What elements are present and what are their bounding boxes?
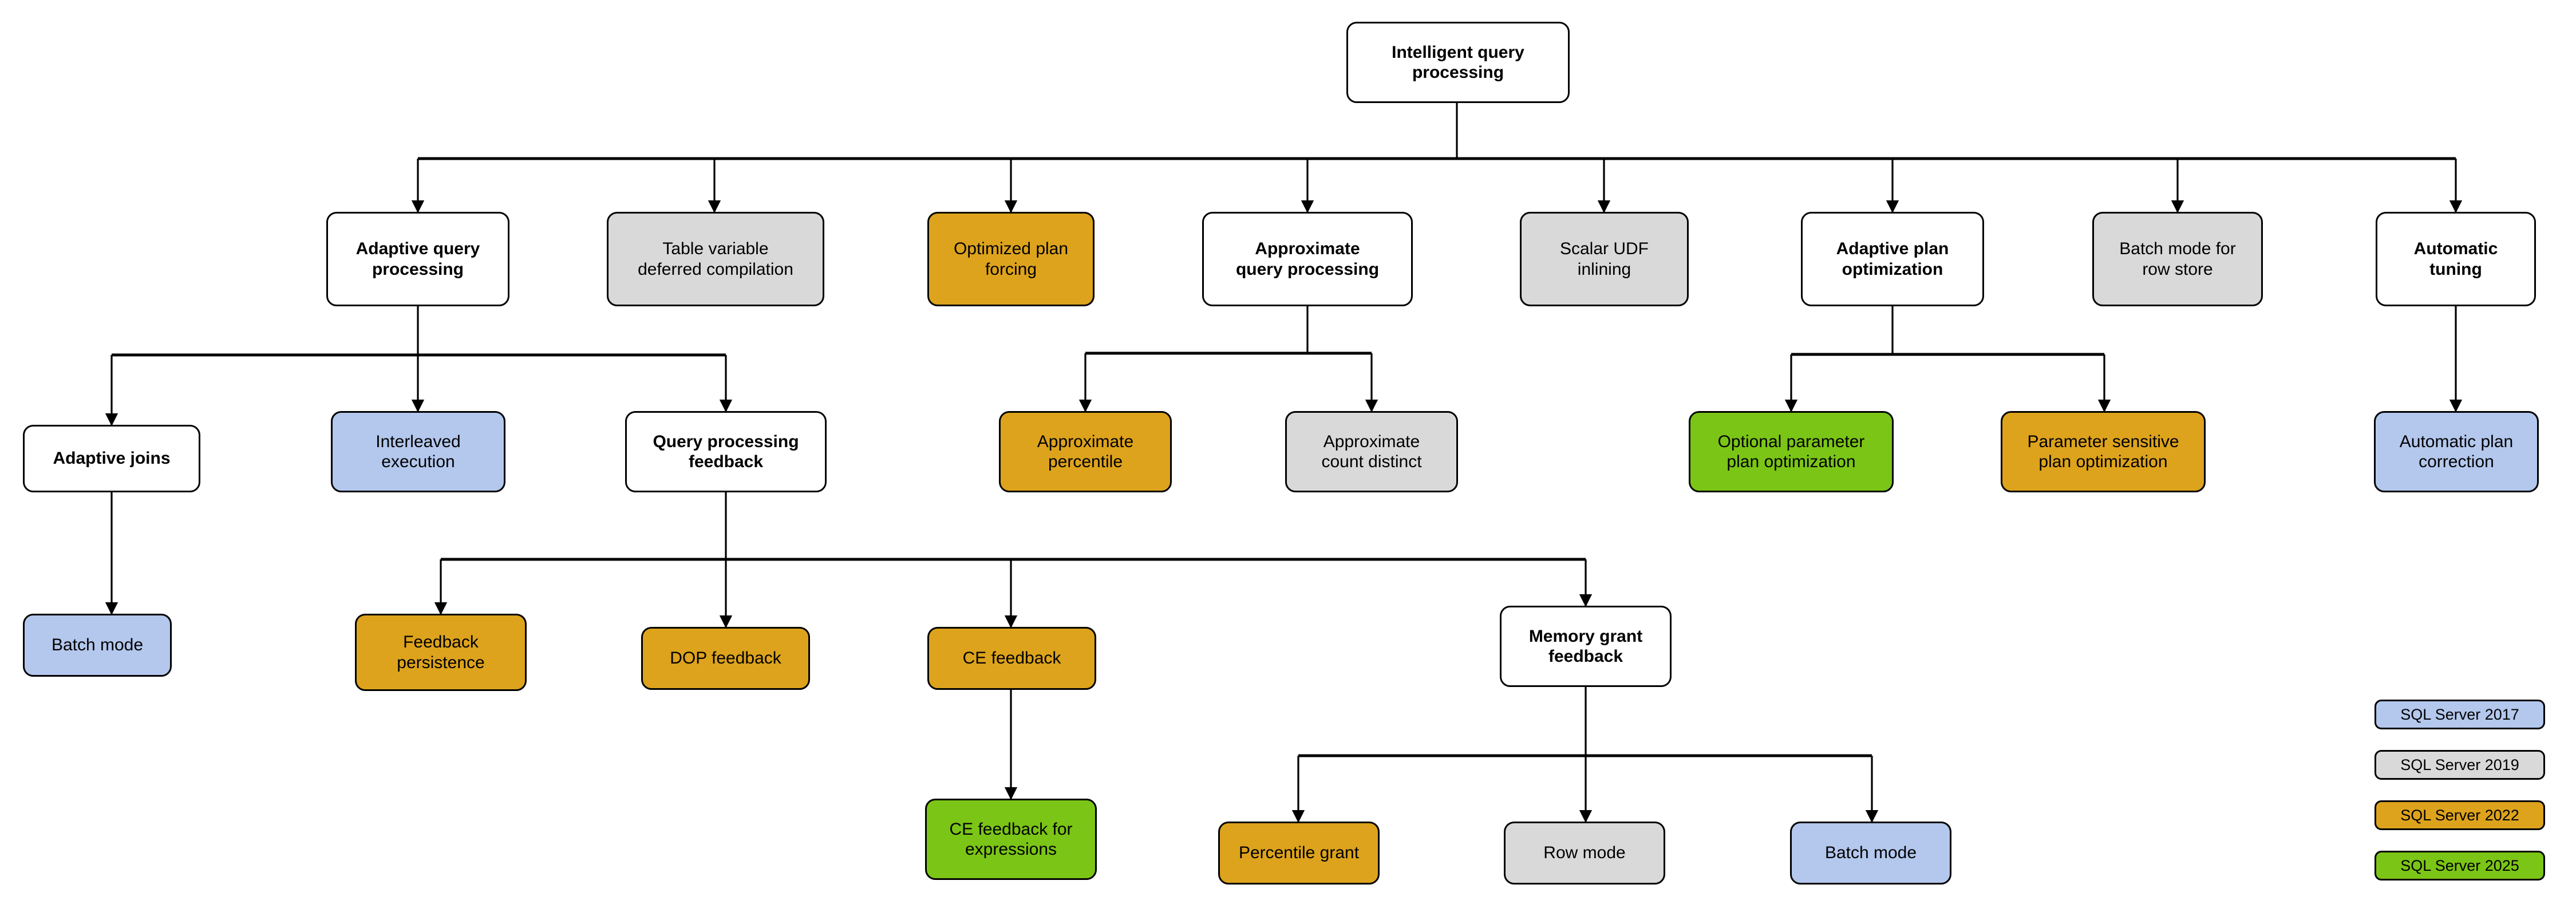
node-adaptive-joins[interactable]: Adaptive joins xyxy=(23,425,200,492)
node-automatic-tuning[interactable]: Automatic tuning xyxy=(2376,212,2536,306)
node-automatic-plan-correction[interactable]: Automatic plan correction xyxy=(2374,411,2539,492)
node-feedback-persistence[interactable]: Feedback persistence xyxy=(355,614,527,691)
node-batch-mode-memory-grant[interactable]: Batch mode xyxy=(1790,822,1951,885)
node-ce-feedback[interactable]: CE feedback xyxy=(927,627,1096,690)
node-percentile-grant[interactable]: Percentile grant xyxy=(1218,822,1380,885)
node-row-mode[interactable]: Row mode xyxy=(1504,822,1665,885)
node-interleaved-execution[interactable]: Interleaved execution xyxy=(331,411,505,492)
node-scalar-udf-inlining[interactable]: Scalar UDF inlining xyxy=(1520,212,1689,306)
node-ce-feedback-for-expressions[interactable]: CE feedback for expressions xyxy=(925,799,1097,880)
legend-item-sql-server-2025[interactable]: SQL Server 2025 xyxy=(2374,851,2545,881)
node-approximate-percentile[interactable]: Approximate percentile xyxy=(999,411,1172,492)
node-memory-grant-feedback[interactable]: Memory grant feedback xyxy=(1500,606,1672,687)
node-adaptive-plan-optimization[interactable]: Adaptive plan optimization xyxy=(1801,212,1984,306)
node-query-processing-feedback[interactable]: Query processing feedback xyxy=(625,411,827,492)
node-table-variable-deferred-compilation[interactable]: Table variable deferred compilation xyxy=(607,212,824,306)
node-parameter-sensitive-plan-optimization[interactable]: Parameter sensitive plan optimization xyxy=(2001,411,2206,492)
node-dop-feedback[interactable]: DOP feedback xyxy=(641,627,810,690)
node-batch-mode-adaptive-joins[interactable]: Batch mode xyxy=(23,614,172,677)
node-approximate-count-distinct[interactable]: Approximate count distinct xyxy=(1285,411,1458,492)
node-intelligent-query-processing[interactable]: Intelligent query processing xyxy=(1346,22,1570,103)
legend-item-sql-server-2017[interactable]: SQL Server 2017 xyxy=(2374,700,2545,729)
legend-item-sql-server-2019[interactable]: SQL Server 2019 xyxy=(2374,750,2545,780)
node-adaptive-query-processing[interactable]: Adaptive query processing xyxy=(326,212,509,306)
node-optional-parameter-plan-optimization[interactable]: Optional parameter plan optimization xyxy=(1689,411,1894,492)
node-batch-mode-for-row-store[interactable]: Batch mode for row store xyxy=(2092,212,2263,306)
node-optimized-plan-forcing[interactable]: Optimized plan forcing xyxy=(927,212,1095,306)
legend-item-sql-server-2022[interactable]: SQL Server 2022 xyxy=(2374,800,2545,830)
node-approximate-query-processing[interactable]: Approximate query processing xyxy=(1202,212,1413,306)
